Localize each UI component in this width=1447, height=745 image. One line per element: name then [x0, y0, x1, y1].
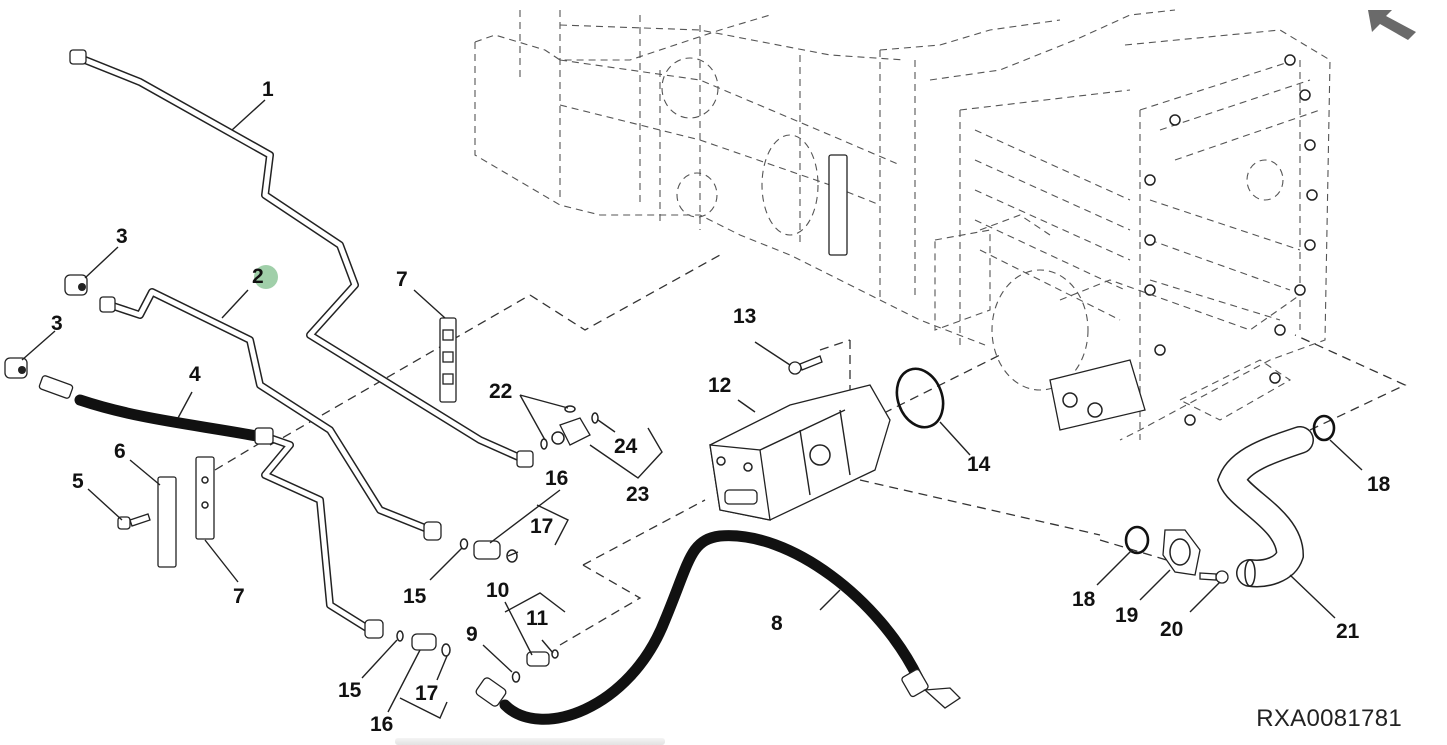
tee-fitting-23[interactable] [551, 417, 591, 446]
callout-23[interactable]: 23 [626, 483, 649, 506]
o-ring-17-lower[interactable] [441, 643, 451, 657]
callout-7-lower[interactable]: 7 [233, 585, 245, 608]
callout-8[interactable]: 8 [771, 612, 783, 635]
transmission-housing [474, 9, 1331, 441]
callout-22[interactable]: 22 [489, 380, 512, 403]
suction-hose-21[interactable] [1216, 426, 1314, 588]
callout-12[interactable]: 12 [708, 374, 731, 397]
assembly-guides [214, 254, 1407, 646]
callout-3-lower[interactable]: 3 [51, 312, 63, 335]
callout-18-lower[interactable]: 18 [1072, 588, 1096, 611]
callout-1[interactable]: 1 [262, 78, 274, 101]
callout-labels: 1 2 3 3 4 5 6 7 7 8 9 10 11 12 13 14 15 … [51, 78, 1391, 736]
line-clamp-7-upper[interactable] [439, 317, 457, 403]
o-ring-24[interactable] [591, 412, 599, 424]
hydraulic-hose-8[interactable] [475, 530, 962, 725]
fitting-10[interactable] [526, 651, 550, 667]
o-ring-15-lower[interactable] [396, 630, 404, 642]
callout-20[interactable]: 20 [1160, 618, 1183, 641]
callout-16-lower[interactable]: 16 [370, 713, 393, 736]
o-ring-9[interactable] [511, 671, 521, 683]
callout-5[interactable]: 5 [72, 470, 84, 493]
callout-2[interactable]: 2 [252, 265, 264, 288]
callout-18-upper[interactable]: 18 [1367, 473, 1391, 496]
clamp-plate-6[interactable] [157, 476, 177, 568]
o-ring-14[interactable] [889, 362, 951, 433]
cap-screw-13[interactable] [788, 355, 823, 375]
fitting-16-upper[interactable] [473, 540, 501, 560]
plug-lower[interactable] [4, 357, 28, 379]
hydraulic-line-lower[interactable] [261, 434, 384, 639]
hydraulic-line-2[interactable] [99, 288, 442, 541]
horizontal-scrollbar[interactable] [395, 738, 665, 745]
callout-3-upper[interactable]: 3 [116, 225, 128, 248]
o-ring-18-upper[interactable] [1312, 414, 1336, 442]
callout-24[interactable]: 24 [614, 435, 638, 458]
callout-15-lower[interactable]: 15 [338, 679, 362, 702]
callout-14[interactable]: 14 [967, 453, 991, 476]
callout-16-upper[interactable]: 16 [545, 467, 568, 490]
callout-17-lower[interactable]: 17 [415, 682, 438, 705]
callout-9[interactable]: 9 [466, 623, 478, 646]
cap-screw-5[interactable] [117, 513, 151, 530]
cap-screw-20[interactable] [1199, 570, 1229, 584]
flange-19[interactable] [1162, 529, 1201, 576]
callout-13[interactable]: 13 [733, 305, 756, 328]
back-arrow-icon [1368, 10, 1416, 40]
hydraulic-pump-12[interactable] [709, 384, 891, 521]
callout-11[interactable]: 11 [526, 607, 549, 630]
o-ring-18-lower[interactable] [1124, 525, 1150, 555]
callout-7-upper[interactable]: 7 [396, 268, 408, 291]
leader-lines [21, 99, 1363, 719]
callout-4[interactable]: 4 [189, 363, 201, 386]
callout-15-upper[interactable]: 15 [403, 585, 427, 608]
plug-upper[interactable] [64, 274, 88, 296]
line-clamp-7-lower[interactable] [195, 456, 215, 540]
hydraulic-hose-4[interactable] [38, 375, 274, 445]
highlight-marker[interactable] [254, 265, 278, 289]
callout-21[interactable]: 21 [1336, 620, 1360, 643]
callout-6[interactable]: 6 [114, 440, 126, 463]
o-ring-15-upper[interactable] [459, 538, 469, 550]
hydraulic-line-1[interactable] [69, 49, 534, 468]
figure-id: RXA0081781 [1256, 705, 1402, 732]
callout-19[interactable]: 19 [1115, 604, 1138, 627]
o-ring-22b[interactable] [540, 438, 548, 450]
o-ring-11[interactable] [551, 649, 559, 659]
callout-17-upper[interactable]: 17 [530, 515, 553, 538]
back-button[interactable] [1362, 6, 1422, 42]
callout-10[interactable]: 10 [486, 579, 509, 602]
fitting-16-lower[interactable] [411, 633, 437, 651]
